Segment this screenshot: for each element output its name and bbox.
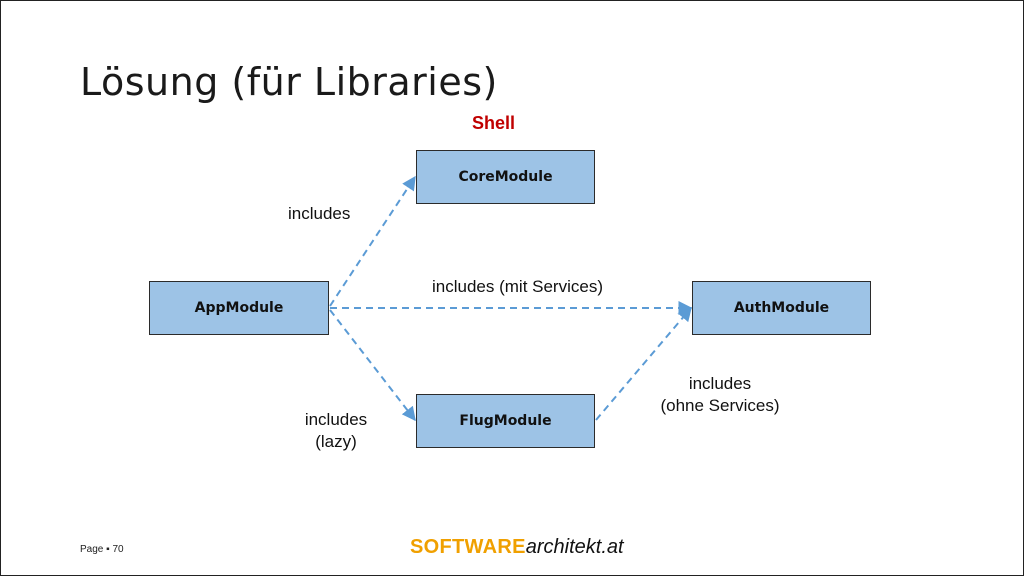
edge-label-app-core: includes	[288, 204, 351, 223]
node-core-module: CoreModule	[416, 150, 595, 204]
edge-label-app-flug-line2: (lazy)	[315, 432, 357, 451]
edge-label-app-auth: includes (mit Services)	[432, 277, 603, 296]
logo-part-software: SOFTWARE	[410, 536, 526, 558]
node-flug-module: FlugModule	[416, 394, 595, 448]
logo-part-architekt: architekt.at	[525, 536, 624, 558]
node-auth-module: AuthModule	[692, 281, 871, 335]
node-app-module: AppModule	[149, 281, 329, 335]
edge-flug-auth	[595, 306, 692, 421]
edge-label-app-flug-line1: includes	[304, 410, 368, 429]
page-number: Page ▪ 70	[80, 544, 124, 555]
company-logo: SOFTWAREarchitekt.at	[410, 536, 624, 559]
slide-title: Lösung (für Libraries)	[80, 60, 498, 104]
edge-label-app-flug: includes (lazy)	[296, 409, 376, 453]
edge-app-flug	[329, 309, 416, 422]
shell-label: Shell	[472, 113, 516, 133]
edge-app-core	[329, 175, 416, 307]
edge-label-flug-auth: includes (ohne Services)	[652, 373, 788, 417]
edge-label-flug-auth-line2: (ohne Services)	[660, 396, 780, 415]
edge-label-flug-auth-line1: includes	[688, 374, 752, 393]
